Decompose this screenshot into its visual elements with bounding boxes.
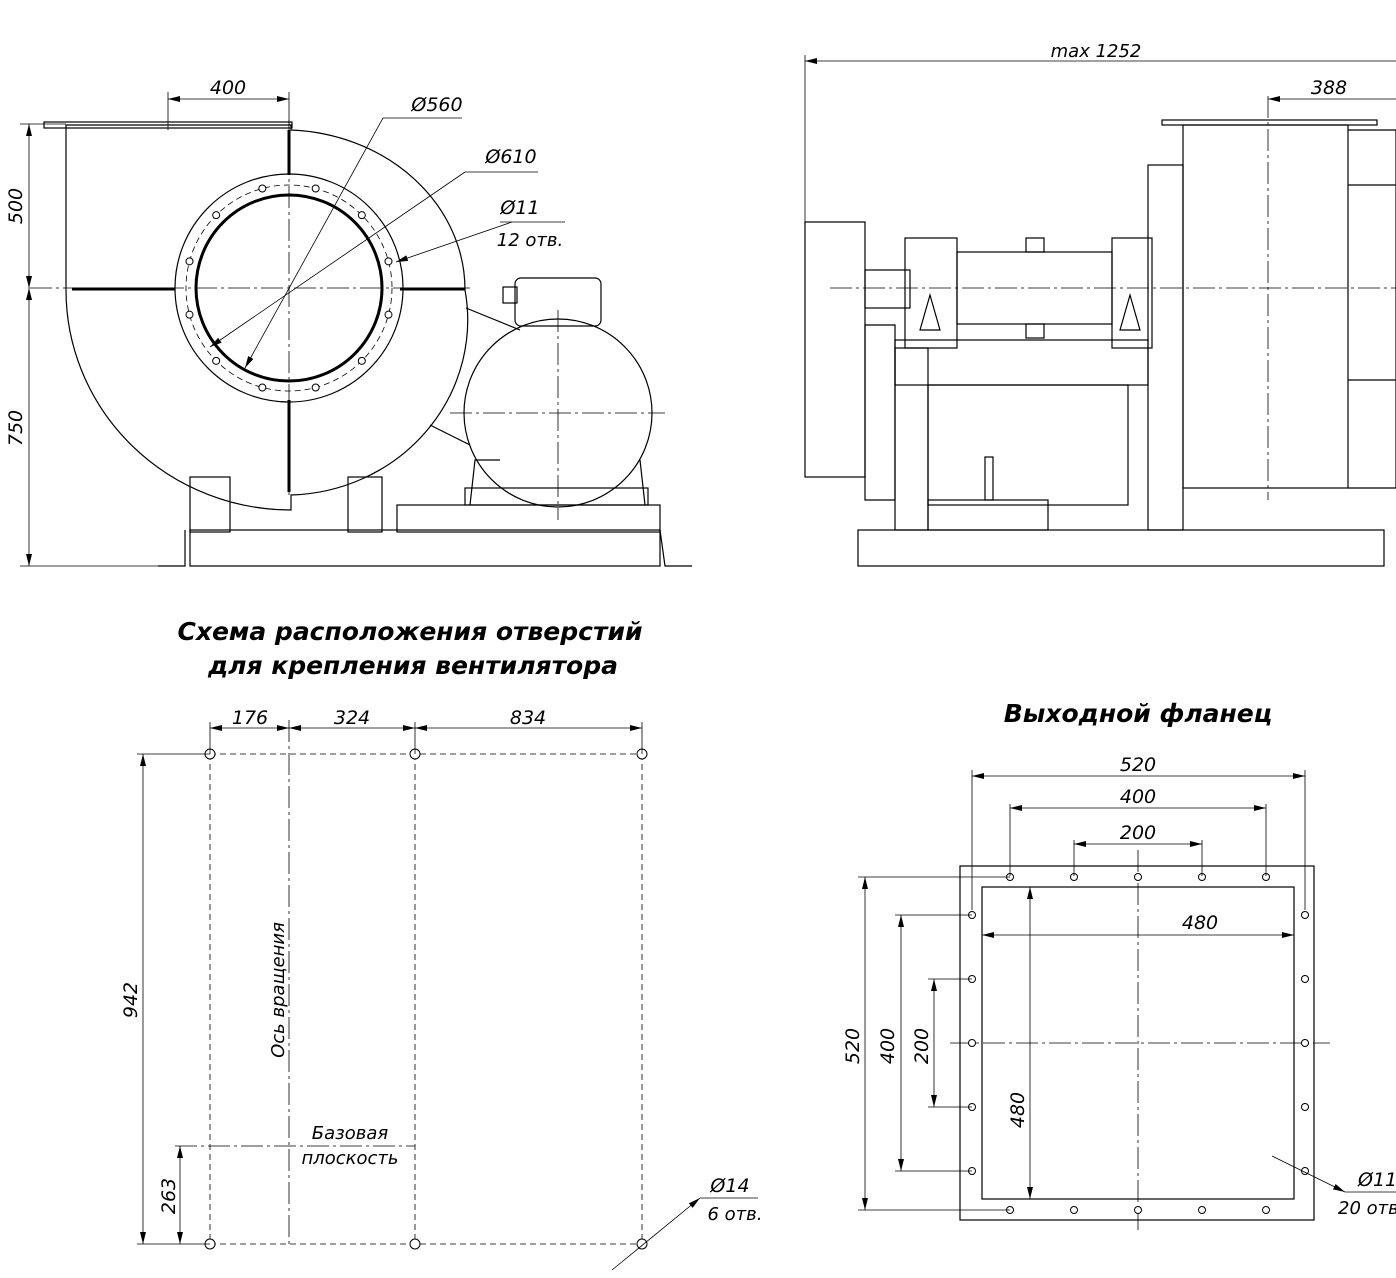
flange-hole: [384, 257, 393, 266]
dim-834: 834: [510, 707, 546, 729]
flange-hole: [384, 310, 393, 319]
flange-hole: [185, 310, 194, 319]
dim-400-top: 400: [1120, 786, 1156, 808]
flange-hole: [311, 184, 320, 193]
outlet-flange-hole: [968, 1039, 976, 1047]
side-view: max 1252 388: [804, 41, 1396, 567]
holes-6-label: 6 отв.: [707, 1204, 762, 1225]
outlet-flange: Выходной фланец 520 400 200 480 520 400 …: [842, 699, 1396, 1230]
fan-scroll-housing: [65, 124, 469, 511]
dim-520-left: 520: [842, 1028, 864, 1064]
outlet-flange-hole: [1262, 1206, 1270, 1214]
dim-d11: Ø11: [499, 197, 539, 219]
flange-hole: [258, 383, 267, 392]
dim-480-h: 480: [1182, 912, 1218, 934]
dim-d610: Ø610: [484, 146, 536, 168]
front-view: 400 Ø560 Ø610 Ø11 12 отв. 500 750: [5, 77, 692, 567]
dim-200-left: 200: [911, 1028, 933, 1064]
flange-hole: [357, 211, 366, 220]
mount-scheme-title-2: для крепления вентилятора: [207, 651, 618, 680]
fan-housing-side: [1182, 124, 1349, 489]
outlet-flange-hole: [1198, 1206, 1206, 1214]
outlet-flange-hole: [1134, 873, 1142, 881]
outlet-flange-title: Выходной фланец: [1004, 699, 1273, 728]
flange-dim-d11: Ø11: [1357, 1169, 1396, 1191]
flange-hole: [212, 356, 221, 365]
dim-480-v: 480: [1007, 1092, 1029, 1128]
dim-942: 942: [120, 982, 142, 1018]
inlet-flange-holes: [185, 184, 393, 392]
flange-hole: [258, 184, 267, 193]
dim-324: 324: [334, 707, 370, 729]
flange-hole: [311, 383, 320, 392]
dim-400-left: 400: [877, 1028, 899, 1064]
outlet-flange-hole: [1301, 1039, 1309, 1047]
outlet-flange-hole: [1301, 911, 1309, 919]
motor-end-cover: [804, 221, 866, 478]
dim-176: 176: [232, 707, 268, 729]
dim-263: 263: [158, 1178, 180, 1214]
dim-200-top: 200: [1120, 822, 1156, 844]
outlet-flange-hole: [1301, 1103, 1309, 1111]
outlet-flange-hole: [1301, 975, 1309, 983]
mount-scheme-title-1: Схема расположения отверстий: [177, 617, 642, 646]
bearing-left: [904, 237, 958, 349]
bearing-right: [1111, 237, 1153, 349]
dim-max-1252: max 1252: [1051, 41, 1142, 62]
holes-20-label: 20 отв.: [1338, 1198, 1396, 1219]
flange-holes: [968, 873, 1309, 1214]
dim-388: 388: [1311, 77, 1347, 99]
dim-400: 400: [210, 77, 246, 99]
mount-scheme: Схема расположения отверстий для креплен…: [120, 617, 763, 1271]
flange-hole: [185, 257, 194, 266]
dim-d14: Ø14: [709, 1175, 749, 1197]
base-plane-label-1: Базовая: [312, 1123, 389, 1144]
flange-hole: [357, 356, 366, 365]
holes-12-label: 12 отв.: [497, 230, 563, 251]
dim-d560: Ø560: [410, 94, 462, 116]
dim-750: 750: [5, 410, 27, 446]
outlet-flange-hole: [1134, 1206, 1142, 1214]
outlet-flange-hole: [1070, 1206, 1078, 1214]
dim-520-top: 520: [1120, 754, 1156, 776]
rotation-axis-label: Ось вращения: [268, 922, 289, 1058]
dim-500: 500: [5, 188, 27, 224]
flange-hole: [212, 211, 221, 220]
base-plane-label-2: плоскость: [301, 1148, 398, 1169]
